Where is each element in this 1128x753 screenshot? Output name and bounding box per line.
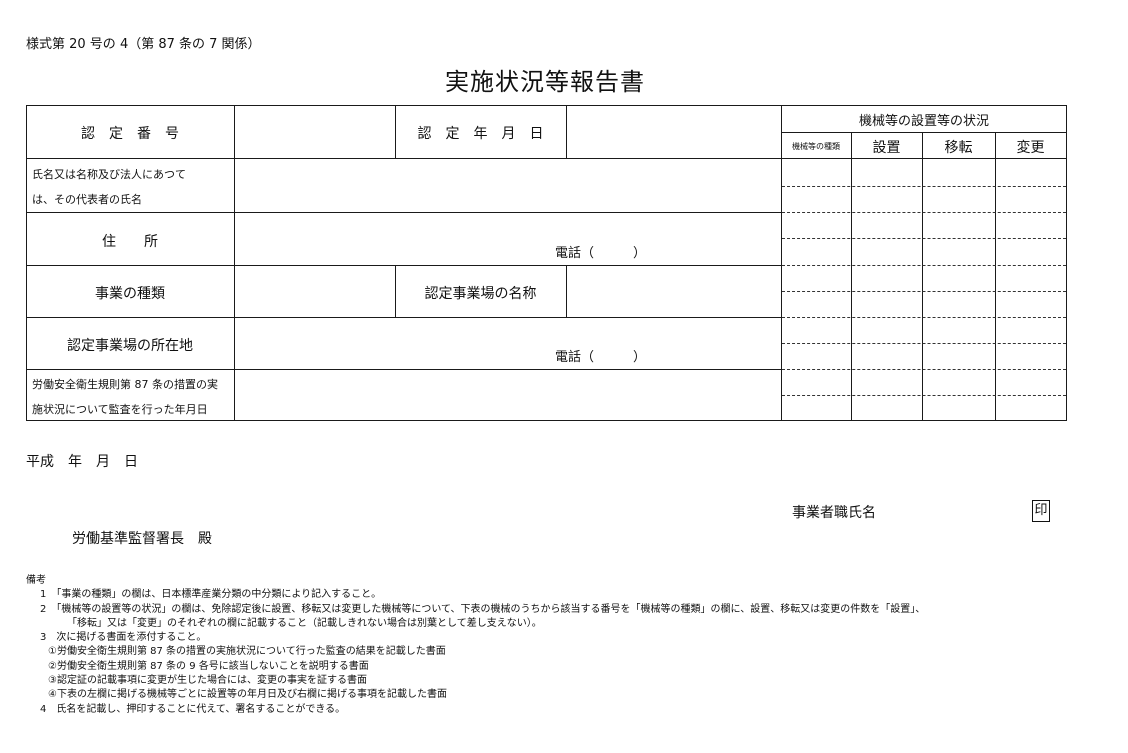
transfer-header: 移転 — [944, 140, 973, 156]
cert-number-label: 認 定 番 号 — [81, 126, 179, 142]
note-item: ④下表の左欄に掲げる機械等ごとに設置等の年月日及び右欄に掲げる事項を記載した書面 — [48, 689, 447, 701]
note-item: 2 「機械等の設置等の状況」の欄は、免除認定後に設置、移転又は変更した機械等につ… — [40, 603, 926, 615]
audit-date-label-line2: 施状況について監査を行った年月日 — [32, 403, 208, 416]
phone-label-2: 電話（ ） — [555, 350, 647, 365]
note-item: ①労働安全衛生規則第 87 条の措置の実施状況について行った監査の結果を記載した… — [48, 646, 446, 658]
business-type-label: 事業の種類 — [95, 286, 165, 302]
note-item: ③認定証の記載事項に変更が生じた場合には、変更の事実を証する書面 — [48, 675, 367, 687]
note-item: 4 氏名を記載し、押印することに代えて、署名することができる。 — [40, 703, 346, 715]
machinery-type-header: 機械等の種類 — [792, 142, 840, 151]
site-name-label: 認定事業場の名称 — [424, 286, 537, 302]
notes-heading: 備考 — [26, 575, 46, 586]
submission-date: 平成 年 月 日 — [26, 454, 138, 470]
cert-date-label: 認 定 年 月 日 — [417, 126, 544, 142]
machinery-status-header: 機械等の設置等の状況 — [858, 114, 989, 129]
address-label: 住 所 — [102, 234, 158, 250]
seal-icon: 印 — [1032, 500, 1050, 522]
addressee-honorific: 殿 — [198, 531, 212, 547]
note-item: 「移転」又は「変更」のそれぞれの欄に記載すること（記載しきれない場合は別葉として… — [67, 617, 542, 629]
employer-name-label: 事業者職氏名 — [792, 505, 876, 521]
note-item: 3 次に掲げる書面を添付すること。 — [40, 632, 207, 644]
phone-label-1: 電話（ ） — [555, 246, 647, 261]
install-header: 設置 — [872, 140, 901, 156]
note-item: 1 「事業の種類」の欄は、日本標準産業分類の中分類により記入すること。 — [40, 589, 382, 601]
site-location-label: 認定事業場の所在地 — [67, 338, 193, 354]
change-header: 変更 — [1016, 140, 1045, 156]
audit-date-label-line1: 労働安全衛生規則第 87 条の措置の実 — [32, 378, 218, 391]
document-title: 実施状況等報告書 — [445, 68, 645, 96]
name-label-line2: は、その代表者の氏名 — [32, 193, 142, 206]
addressee: 労働基準監督署長殿 — [72, 528, 212, 548]
addressee-office: 労働基準監督署長 — [72, 531, 184, 547]
name-label-line1: 氏名又は名称及び法人にあつて — [32, 168, 186, 181]
note-item: ②労働安全衛生規則第 87 条の 9 各号に該当しないことを説明する書面 — [48, 660, 369, 672]
notes-section: 備考 1 「事業の種類」の欄は、日本標準産業分類の中分類により記入すること。 2… — [26, 574, 925, 717]
form-code: 様式第 20 号の 4（第 87 条の 7 関係） — [26, 37, 261, 52]
